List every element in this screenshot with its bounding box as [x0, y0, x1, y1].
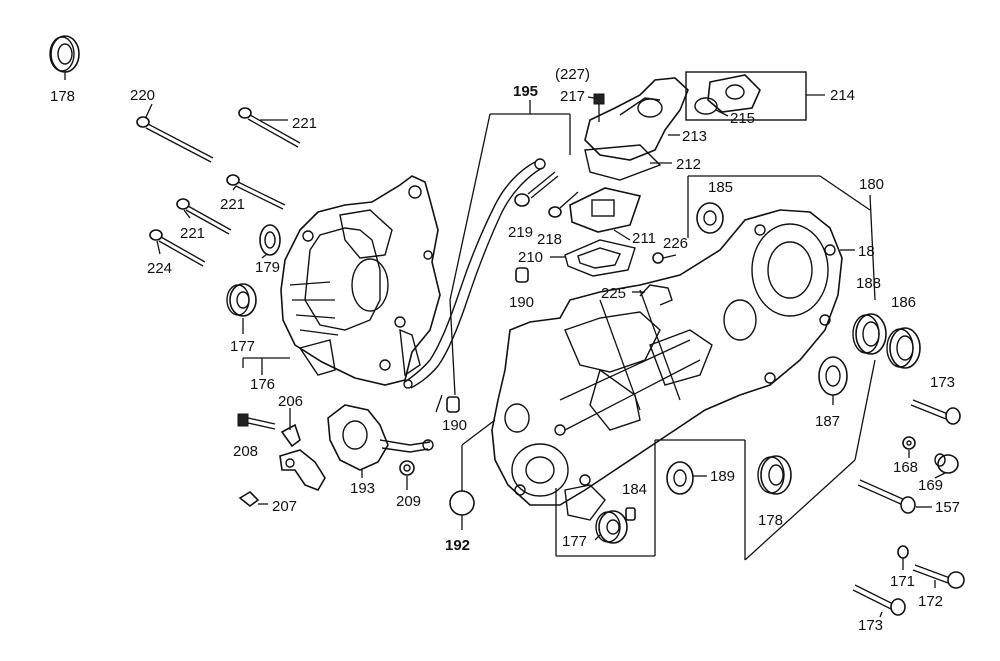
dowel-190b	[446, 396, 460, 413]
bolt-219-218	[514, 171, 579, 218]
part-177-bearing-lower	[595, 510, 628, 544]
label-179: 179	[255, 259, 280, 276]
bolt-221-mid	[226, 174, 286, 210]
label-206: 206	[278, 393, 303, 410]
label-173-lower: 173	[858, 617, 883, 634]
part-192-o-ring	[449, 490, 475, 516]
part-212-gasket	[584, 144, 662, 181]
label-220: 220	[130, 87, 155, 104]
label-217: 217	[560, 88, 585, 105]
label-210: 210	[518, 249, 543, 266]
label-195: 195	[513, 83, 538, 100]
label-190-lower: 190	[442, 417, 467, 434]
part-207-clip	[238, 490, 260, 508]
part-195-gasket	[403, 158, 546, 389]
part-187-bearing	[818, 356, 848, 396]
label-184: 184	[622, 481, 647, 498]
label-187: 187	[815, 413, 840, 430]
label-178-top-left: 178	[50, 88, 75, 105]
part-185-bearing	[696, 202, 724, 234]
part-178-bearing-top-left	[49, 35, 80, 73]
part-206-bracket	[279, 423, 326, 491]
label-172: 172	[918, 593, 943, 610]
label-226: 226	[663, 235, 688, 252]
label-211: 211	[632, 230, 656, 247]
label-157: 157	[935, 499, 960, 516]
label-213: 213	[682, 128, 707, 145]
bolt-220	[136, 116, 214, 163]
bolt-173-upper	[910, 399, 961, 425]
label-18: 18	[858, 243, 875, 260]
bolt-226	[652, 252, 677, 264]
dowel-190a	[515, 267, 529, 283]
label-186: 186	[891, 294, 916, 311]
label-177-lower: 177	[562, 533, 587, 550]
label-207: 207	[272, 498, 297, 515]
label-173-upper: 173	[930, 374, 955, 391]
bolt-221-top	[238, 107, 301, 148]
part-179-seal	[259, 224, 281, 256]
label-192: 192	[445, 537, 470, 554]
bolt-173-lower	[852, 584, 906, 616]
washer-168	[902, 436, 916, 450]
bolt-224	[149, 229, 206, 267]
label-214: 214	[830, 87, 855, 104]
bolt-157	[857, 479, 916, 514]
part-214-215-flange	[685, 71, 807, 121]
label-221-mid: 221	[220, 196, 245, 213]
part-193-oil-pump	[327, 404, 434, 471]
part-184-dowel	[625, 507, 636, 521]
label-177-upper: 177	[230, 338, 255, 355]
label-178-right: 178	[758, 512, 783, 529]
nut-169	[934, 453, 959, 474]
label-169: 169	[918, 477, 943, 494]
part-188-bearing	[852, 313, 887, 355]
bolt-208	[237, 413, 276, 430]
label-193: 193	[350, 480, 375, 497]
part-177-bearing-upper	[226, 283, 257, 317]
bolt-221-low	[176, 198, 232, 235]
label-227: (227)	[555, 66, 590, 83]
bracket-225	[639, 284, 673, 306]
part-178-bearing-right	[757, 455, 792, 495]
label-185: 185	[708, 179, 733, 196]
bolt-217	[593, 93, 605, 122]
leader-lines	[64, 72, 946, 618]
label-188: 188	[856, 275, 881, 292]
washer-171	[897, 545, 909, 559]
bolt-172	[912, 564, 965, 589]
label-221-low: 221	[180, 225, 205, 242]
label-221-top: 221	[292, 115, 317, 132]
part-176-left-crankcase-cover	[280, 175, 441, 386]
label-189: 189	[710, 468, 735, 485]
label-215: 215	[730, 110, 755, 127]
label-212: 212	[676, 156, 701, 173]
part-18-right-crankcase	[491, 209, 843, 521]
part-211-reed-valve	[569, 187, 642, 233]
label-219: 219	[508, 224, 533, 241]
label-190-upper: 190	[509, 294, 534, 311]
label-209: 209	[396, 493, 421, 510]
part-189-seal	[666, 461, 694, 495]
label-176: 176	[250, 376, 275, 393]
label-168: 168	[893, 459, 918, 476]
label-218: 218	[537, 231, 562, 248]
part-186-bearing	[886, 327, 921, 369]
label-180: 180	[859, 176, 884, 193]
part-213-intake-manifold	[584, 77, 689, 161]
label-208: 208	[233, 443, 258, 460]
part-210-reed-gasket	[564, 239, 636, 277]
label-225: 225	[601, 285, 626, 302]
label-224: 224	[147, 260, 172, 277]
part-209-nut	[399, 460, 415, 476]
label-171: 171	[890, 573, 915, 590]
